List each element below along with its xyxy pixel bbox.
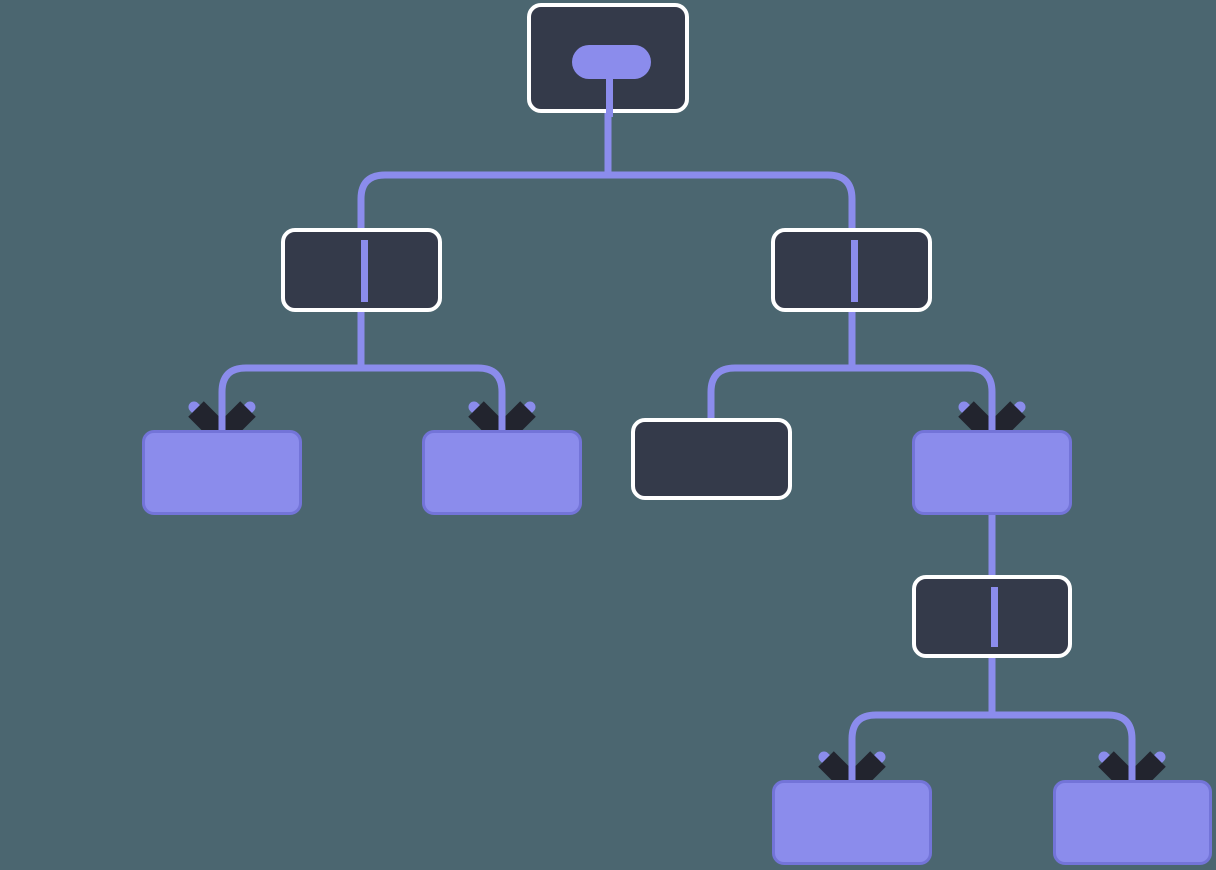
- edge-right-to-darkchild: [707, 364, 852, 418]
- deep-branch-line-marker: [991, 587, 998, 647]
- edge-left-to-leaf2: [361, 364, 506, 430]
- edge-deep-to-leaf4: [848, 711, 992, 780]
- node-leaf-1[interactable]: [142, 430, 302, 515]
- root-stem-marker: [606, 77, 613, 117]
- node-branch-right[interactable]: [771, 228, 932, 312]
- node-branch-left[interactable]: [281, 228, 442, 312]
- node-branch-right-child[interactable]: [631, 418, 792, 500]
- branch-left-line-marker: [361, 240, 368, 302]
- edge-right-to-leaf3: [852, 364, 996, 430]
- node-leaf-4[interactable]: [772, 780, 932, 865]
- edge-deep-to-leaf5: [992, 711, 1136, 780]
- node-leaf-3[interactable]: [912, 430, 1072, 515]
- branch-right-line-marker: [851, 240, 858, 302]
- edge-left-to-leaf1: [218, 364, 361, 430]
- node-leaf-2[interactable]: [422, 430, 582, 515]
- edge-root-left: [357, 171, 608, 228]
- edge-root-right: [608, 171, 856, 228]
- node-leaf-5[interactable]: [1053, 780, 1212, 865]
- root-pill-marker: [572, 45, 651, 79]
- node-root[interactable]: [527, 3, 689, 117]
- node-deep-branch[interactable]: [912, 575, 1072, 658]
